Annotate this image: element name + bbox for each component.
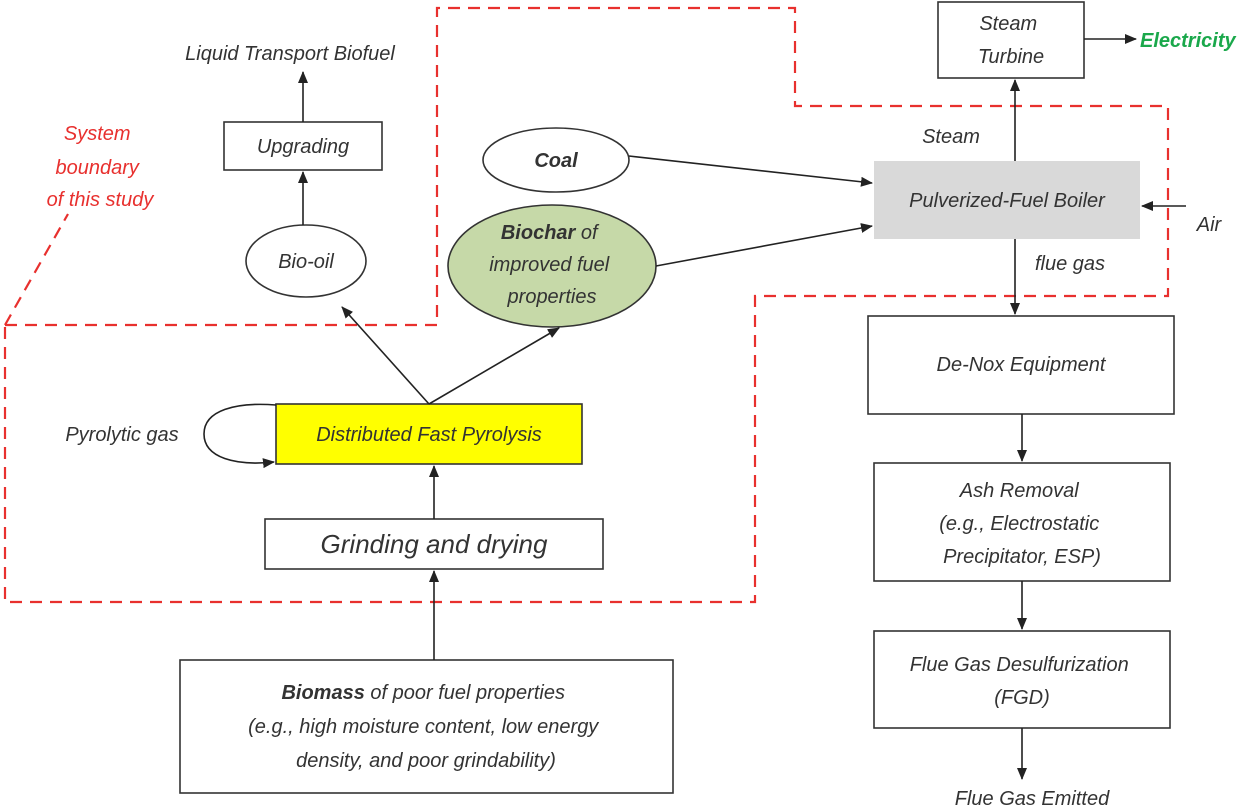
boiler-box xyxy=(874,161,1140,239)
liquid-fuel-label: Liquid Transport Biofuel xyxy=(185,43,395,65)
fast-pyrolysis-label: Distributed Fast Pyrolysis xyxy=(316,424,542,446)
coal-node xyxy=(482,127,630,193)
ash-removal-box xyxy=(873,462,1171,582)
coal-label: Coal xyxy=(534,150,578,172)
fgd-box xyxy=(873,630,1171,729)
fgd-label: Flue Gas Desulfurization (FGD) xyxy=(910,654,1135,709)
boundary-label: System boundary of this study xyxy=(47,123,155,211)
denox-box xyxy=(867,315,1175,415)
arrow-pyrolysis-to-biochar xyxy=(428,327,560,405)
steam-turbine-label: Steam Turbine xyxy=(978,13,1044,68)
grinding-label: Grinding and drying xyxy=(321,529,548,559)
system-boundary-line xyxy=(3,6,1170,604)
bio-oil-node xyxy=(245,224,367,298)
arrow-coal-to-boiler xyxy=(628,155,873,187)
biomass-box xyxy=(179,659,674,794)
flue-gas-label: flue gas xyxy=(1035,253,1105,275)
ash-removal-label: Ash Removal (e.g., Electrostatic Precipi… xyxy=(939,480,1105,568)
upgrading-label: Upgrading xyxy=(257,136,349,158)
steam-label: Steam xyxy=(922,126,980,148)
air-label: Air xyxy=(1196,214,1223,236)
steam-turbine-box xyxy=(937,1,1085,79)
electricity-label: Electricity xyxy=(1140,30,1236,52)
pyrolytic-gas-label: Pyrolytic gas xyxy=(65,424,178,446)
flue-emitted-label: Flue Gas Emitted xyxy=(955,788,1110,810)
arrow-biochar-to-boiler xyxy=(655,223,873,267)
denox-label: De-Nox Equipment xyxy=(937,354,1107,376)
biomass-label: Biomass of poor fuel properties (e.g., h… xyxy=(248,682,604,772)
pyrolytic-gas-loop xyxy=(203,403,277,469)
biochar-label: Biochar of improved fuel properties xyxy=(489,222,615,308)
upgrading-box xyxy=(223,121,383,171)
boiler-label: Pulverized-Fuel Boiler xyxy=(909,190,1106,212)
boundary-leader-line xyxy=(4,213,69,326)
arrow-pyrolysis-to-bio-oil xyxy=(341,306,430,405)
bio-oil-label: Bio-oil xyxy=(278,251,334,273)
